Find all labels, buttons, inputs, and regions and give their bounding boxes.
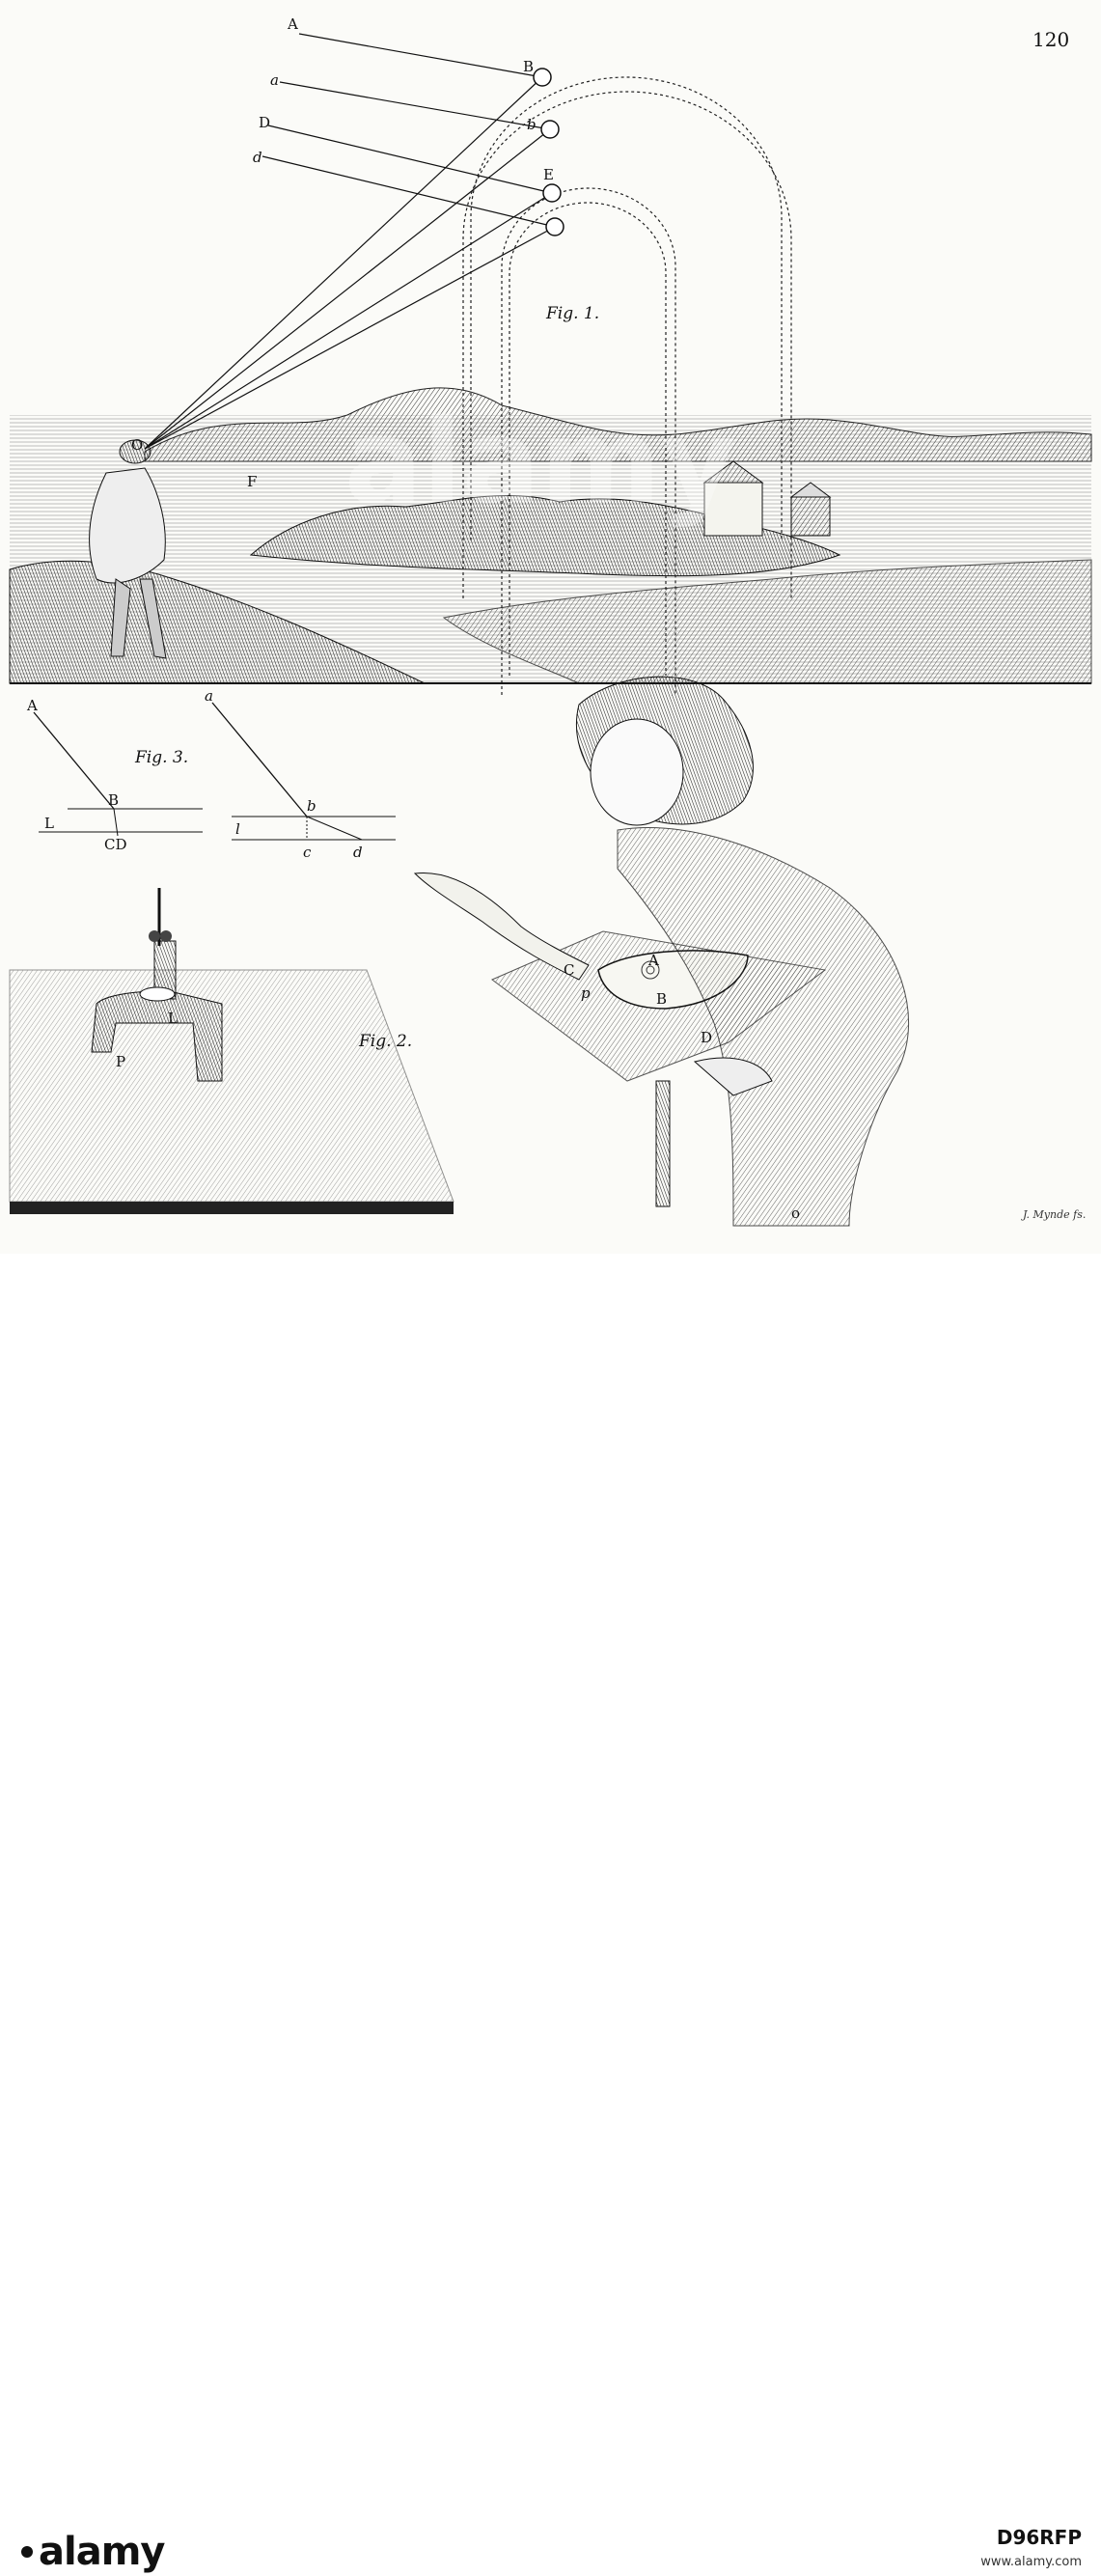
fig3-refraction: Fig. 3. A B L CD a b l c d — [26, 687, 396, 861]
fig2-label-C: C — [564, 961, 574, 979]
footer-info: D96RFP www.alamy.com — [980, 2526, 1082, 2569]
fig2-label-p: p — [581, 984, 591, 1002]
logo-text: alamy — [39, 2530, 165, 2574]
fig3-label-b: b — [307, 797, 317, 815]
rainbow-arc-2 — [470, 76, 783, 540]
observer-figure — [89, 439, 167, 659]
leaning-person — [413, 676, 910, 1227]
right-board-post — [655, 1080, 671, 1207]
image-id: D96RFP — [996, 2526, 1082, 2549]
fig3-label-L: L — [44, 815, 54, 832]
ray-4-seg-2 — [144, 226, 556, 450]
footer-bar: alamy D96RFP www.alamy.com — [0, 1254, 1101, 2574]
fig3-caption: Fig. 3. — [134, 748, 188, 767]
alamy-logo: alamy — [21, 2528, 291, 2576]
fig3-label-CD: CD — [104, 836, 127, 853]
rainbow-arc-4 — [509, 202, 667, 676]
raindrop-2 — [540, 120, 560, 139]
fig2-label-D: D — [701, 1029, 712, 1046]
raindrop-3 — [542, 183, 562, 203]
engraving-svg: A a D d B b E O F Fig. 1. 120 Fig. 3. A … — [9, 15, 1092, 1227]
left-table-top — [9, 969, 454, 1203]
fig3-label-d: d — [353, 844, 363, 861]
light-rays — [144, 33, 564, 450]
distant-hills — [144, 387, 1092, 462]
fig2-label-B: B — [656, 990, 667, 1008]
label-b: b — [527, 116, 537, 133]
house — [702, 460, 832, 537]
fig3-label-a: a — [205, 687, 213, 705]
fig2-apparatus: L P Fig. 2. A B C D p o J. Mynde fs. — [9, 676, 1086, 1227]
label-a: a — [270, 71, 279, 89]
label-O: O — [131, 436, 143, 454]
fig3-label-l: l — [235, 820, 240, 838]
rainbow-arc-3 — [501, 187, 676, 695]
raindrop-4 — [545, 217, 564, 236]
ray-2-seg-2 — [144, 128, 551, 450]
label-A: A — [287, 15, 298, 33]
rainbow-arc-1 — [462, 91, 792, 598]
label-B: B — [523, 58, 534, 75]
ray-3-seg-1 — [267, 125, 553, 194]
engraver-signature: J. Mynde fs. — [1021, 1208, 1086, 1221]
fig3-label-A: A — [26, 697, 38, 714]
label-D: D — [259, 114, 270, 131]
lens-stand — [91, 888, 223, 1082]
ray-3-seg-2 — [144, 192, 553, 450]
fig2-label-o: o — [791, 1205, 800, 1222]
footer-url: www.alamy.com — [980, 2555, 1082, 2569]
fig2-caption: Fig. 2. — [358, 1032, 412, 1051]
left-table-edge — [10, 1202, 454, 1214]
engraving-plate: A a D d B b E O F Fig. 1. 120 Fig. 3. A … — [0, 0, 1101, 1254]
fig2-label-L: L — [168, 1010, 178, 1027]
ray-1-seg-2 — [144, 76, 543, 450]
raindrop-1 — [533, 68, 552, 87]
rainbow-arcs — [462, 76, 792, 695]
right-shore — [442, 559, 1092, 684]
fig2-label-A: A — [647, 952, 659, 969]
ray-2-seg-1 — [279, 81, 551, 130]
page-number: 120 — [1032, 28, 1069, 51]
fig3-label-B: B — [108, 791, 119, 809]
ray-1-seg-1 — [298, 33, 543, 78]
label-d: d — [253, 149, 262, 166]
logo-dot-icon — [21, 2546, 33, 2558]
label-F: F — [247, 473, 257, 490]
fig1-caption: Fig. 1. — [545, 304, 599, 323]
fig2-label-P: P — [116, 1053, 125, 1070]
fig3-label-c: c — [303, 844, 312, 861]
fig1-landscape: A a D d B b E O F Fig. 1. 120 — [9, 15, 1092, 695]
watermark-text: alamy — [344, 396, 736, 530]
label-E: E — [543, 166, 554, 183]
ray-4-seg-1 — [261, 155, 556, 228]
